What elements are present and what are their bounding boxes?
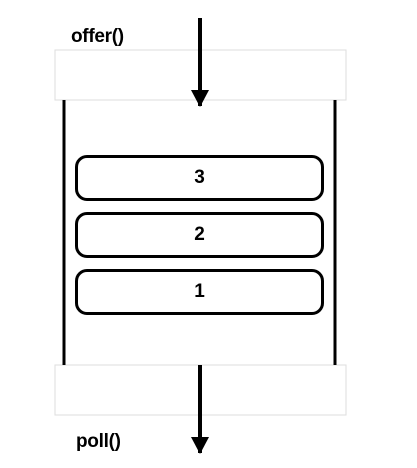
- poll-label: poll(): [76, 431, 121, 452]
- queue-item-2: 2: [75, 212, 324, 258]
- poll-arrowhead: [191, 437, 209, 454]
- queue-item-1: 1: [75, 269, 324, 315]
- queue-item-3: 3: [75, 155, 324, 201]
- offer-label: offer(): [71, 26, 124, 47]
- offer-arrowhead: [191, 90, 209, 107]
